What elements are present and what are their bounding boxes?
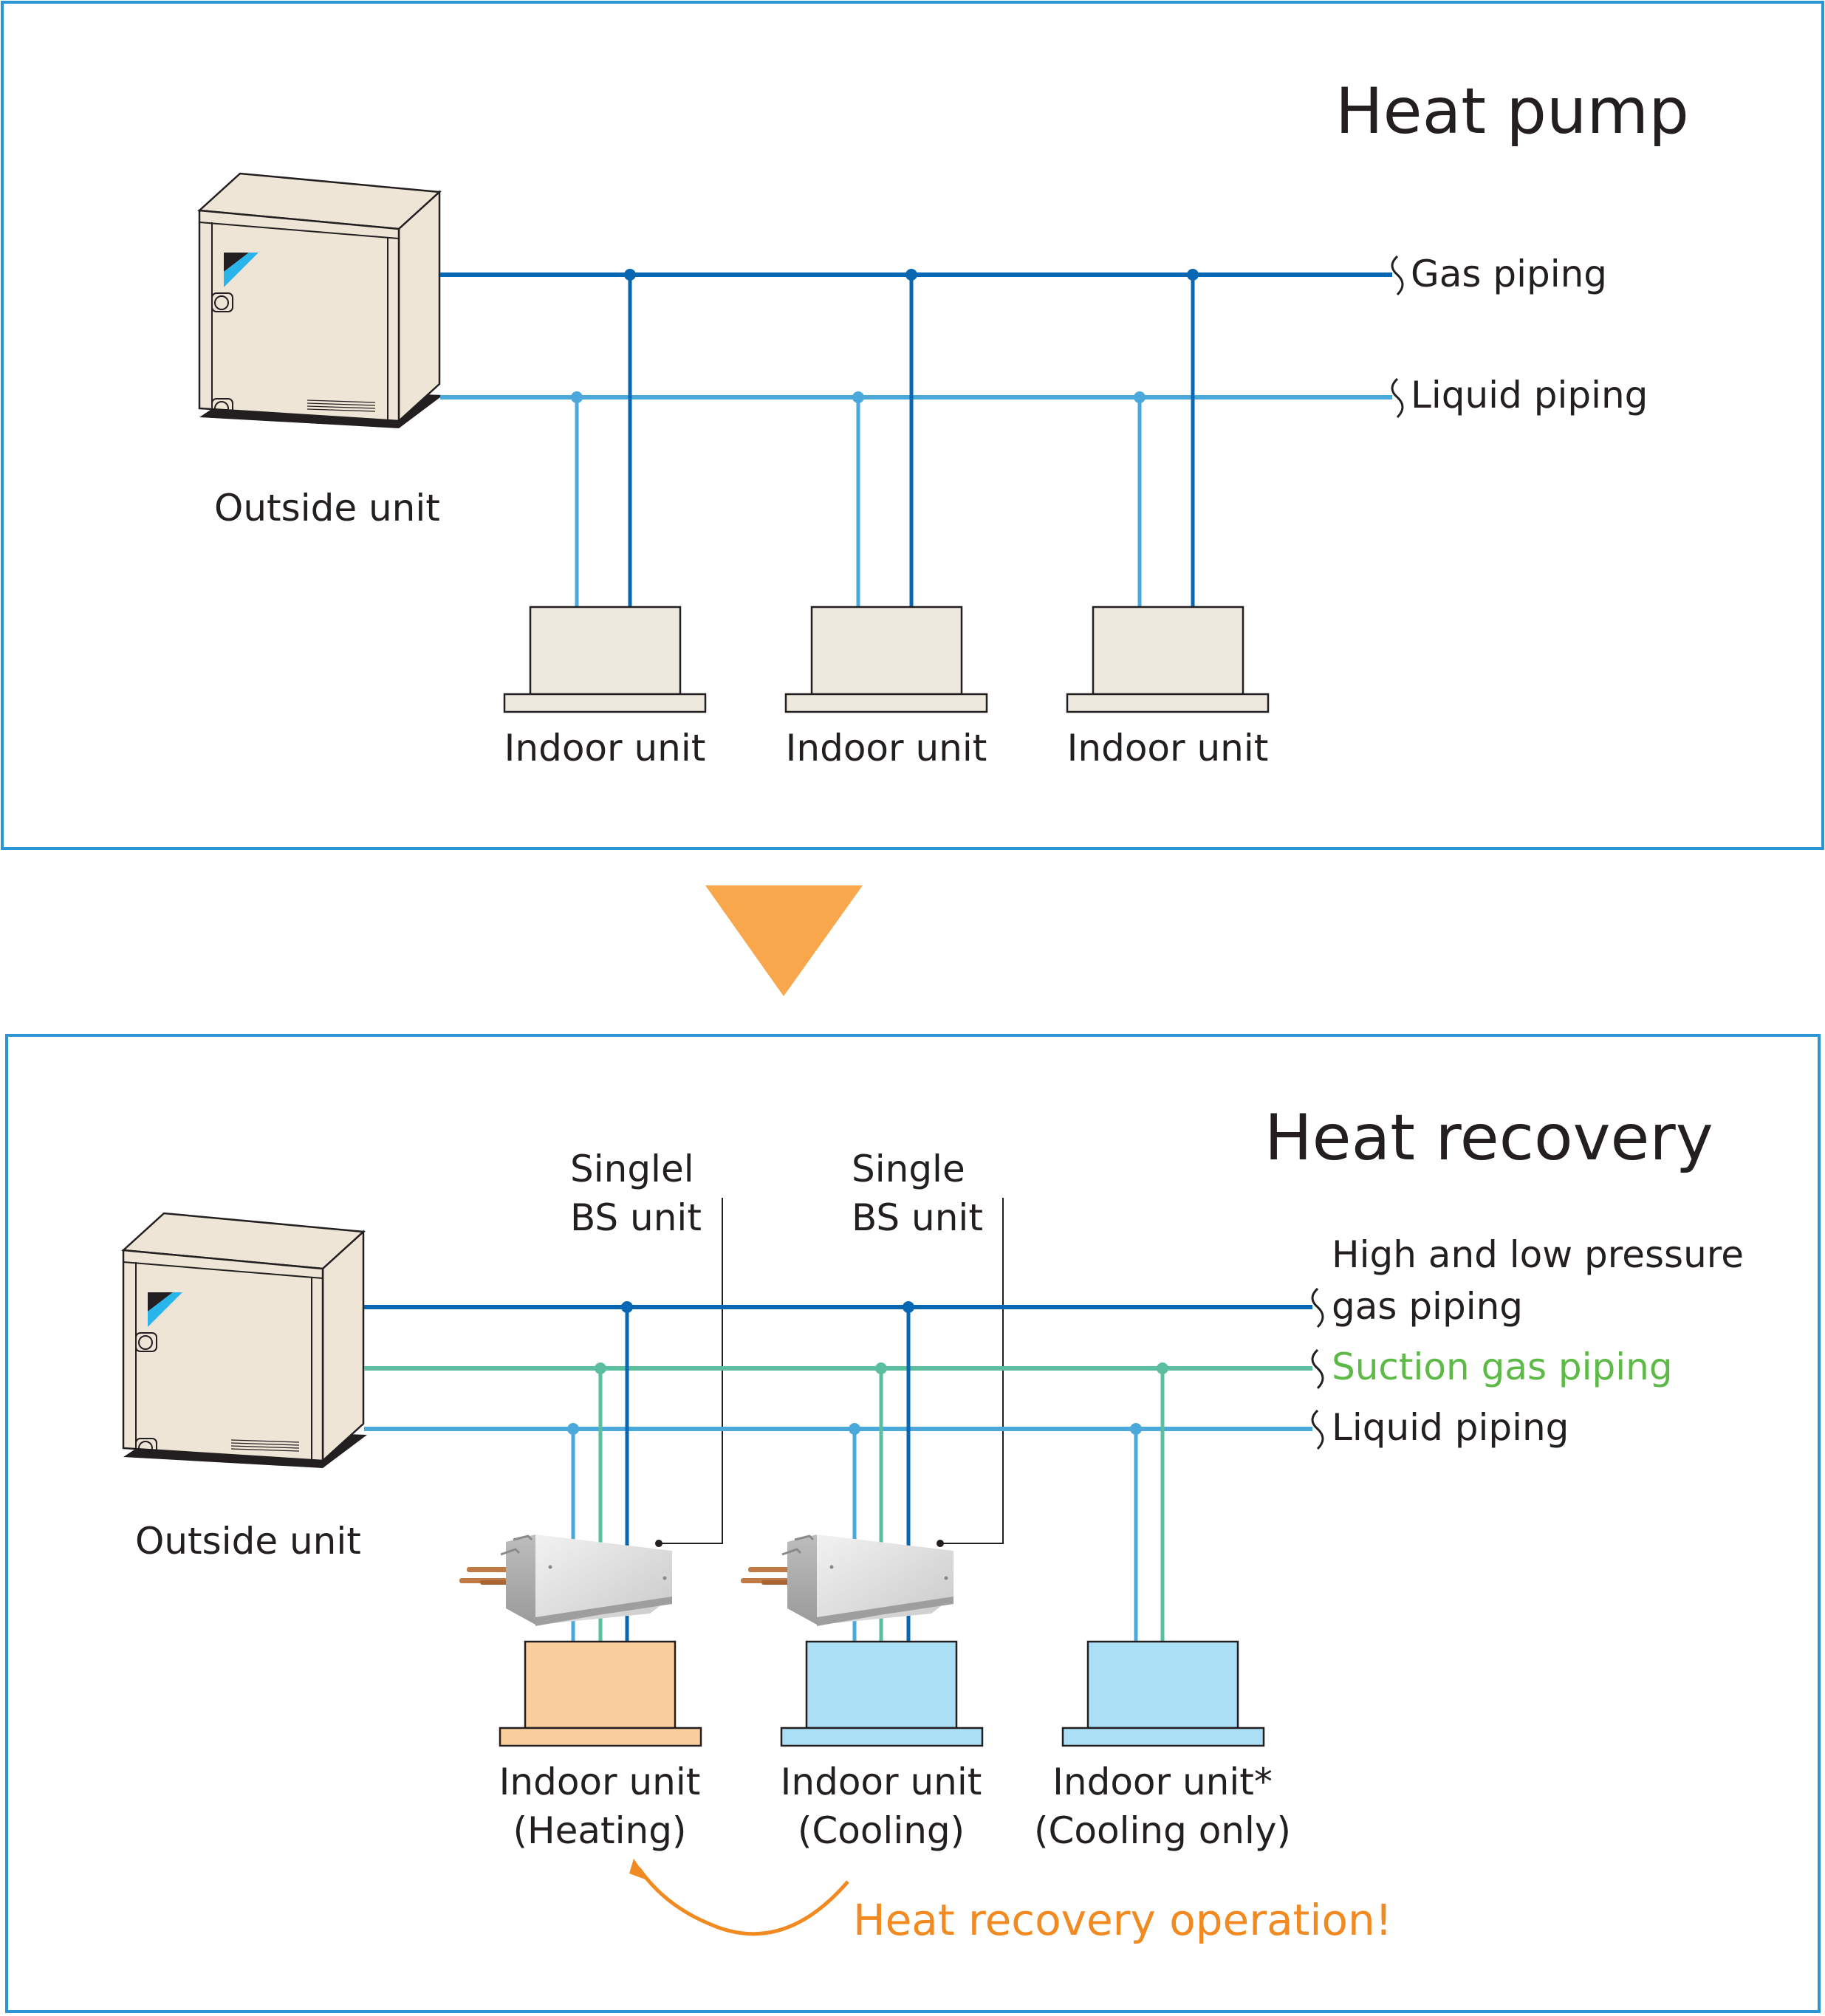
indoor-unit-label: Indoor unit [504,727,706,769]
indoor-unit-mode: (Cooling) [798,1809,965,1852]
heat-pump-title: Heat pump [1335,75,1689,148]
hp-lp-gas-label: High and low pressure [1332,1233,1744,1276]
pipe-break-icon [1391,377,1404,419]
pipe-break-icon [1311,1287,1324,1328]
suction-gas-label: Suction gas piping [1332,1345,1673,1388]
leader-line [940,1198,1004,1544]
heat-recovery-operation-label: Heat recovery operation! [853,1895,1392,1945]
leader-line [659,1198,723,1544]
indoor-unit-mode: (Cooling only) [1034,1809,1291,1852]
heat-recovery-title: Heat recovery [1264,1101,1713,1175]
heat-pump-panel: Heat pump Outside unit Gas piping Liquid… [1,1,1824,850]
outside-unit-label: Outside unit [214,487,440,529]
outside-unit-icon [122,1212,369,1470]
bs-unit-label: Single [852,1148,965,1190]
bs-unit-label: Singlel [570,1148,694,1190]
liquid-piping-label: Liquid piping [1332,1406,1569,1449]
liquid-piping-label: Liquid piping [1411,374,1648,416]
indoor-unit-label: Indoor unit* [1052,1760,1273,1803]
pipe-break-icon [1391,255,1404,296]
indoor-unit-cooling [780,1301,984,1747]
indoor-unit-label: Indoor unit [781,1760,982,1803]
indoor-unit [503,269,707,713]
heat-recovery-arrow-icon [637,1867,849,1936]
hp-lp-gas-label: gas piping [1332,1285,1523,1328]
panel-border [5,1034,1821,2013]
indoor-unit [784,269,988,713]
heat-recovery-panel: Heat recovery Outside unit Singlel BS un… [5,1034,1821,2013]
indoor-unit-label: Indoor unit [1067,727,1269,769]
outside-unit-label: Outside unit [135,1520,361,1563]
arrowhead-icon [629,1859,649,1881]
outside-unit-icon [198,172,445,430]
indoor-unit-cooling-only [1061,1362,1265,1747]
bs-unit-label: BS unit [852,1196,983,1239]
indoor-unit-label: Indoor unit [786,727,987,769]
down-arrow-icon [705,885,863,996]
indoor-unit [1066,269,1270,713]
indoor-unit-heating [499,1301,702,1747]
bs-unit-label: BS unit [570,1196,702,1239]
pipe-break-icon [1311,1409,1324,1450]
gas-piping-label: Gas piping [1411,253,1607,295]
pipe-break-icon [1311,1348,1324,1390]
indoor-unit-label: Indoor unit [499,1760,701,1803]
indoor-unit-mode: (Heating) [513,1809,687,1852]
